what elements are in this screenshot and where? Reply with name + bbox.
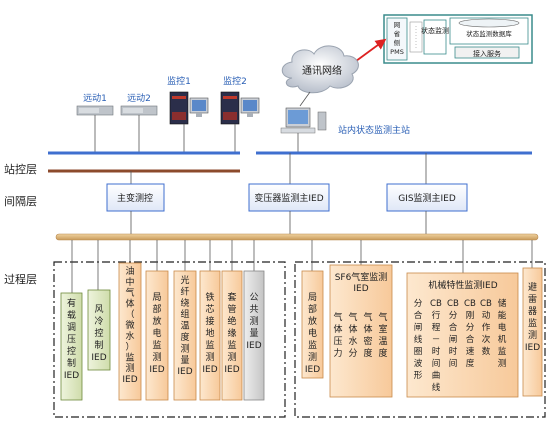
condition-master-workstation — [280, 107, 327, 153]
telecontrol-2-label: 远动2 — [127, 93, 151, 104]
gis-group-frame — [294, 261, 546, 418]
telecontrol-1-label: 远动1 — [83, 93, 107, 104]
gis-master-ied-label: GIS监测主IED — [398, 192, 456, 204]
fiber-winding-ied-box — [173, 270, 197, 401]
layer-label-bay: 间隔层 — [4, 195, 37, 208]
telecontrol-1-device — [76, 105, 114, 153]
main-transformer-control-label: 主变测控 — [117, 192, 153, 204]
layer-label-station: 站控层 — [4, 162, 37, 176]
telecontrol-2-device — [120, 105, 158, 153]
sf6-item-label: 气体密度 — [363, 311, 372, 359]
condition-master-label: 站内状态监测主站 — [338, 124, 410, 136]
bushing-ied-box — [221, 270, 243, 401]
common-measure-ied-box — [243, 270, 265, 401]
sf6-item-label: 气体压力 — [333, 311, 342, 359]
fan-control-ied-box — [87, 289, 111, 371]
monitor-2-workstation — [220, 91, 260, 153]
mech-item-label: 分合闸线圈波形 — [414, 298, 423, 381]
sf6-item-label: 气室温度 — [378, 311, 387, 359]
monitor-2-label: 监控2 — [223, 75, 247, 87]
mech-ied-title: 机械特性监测IED — [428, 279, 497, 291]
arrester-ied-box — [522, 267, 543, 397]
main-transformer-control-box — [106, 183, 165, 212]
core-ground-ied-box — [199, 270, 221, 401]
transformer-master-ied-label: 变压器监测主IED — [254, 192, 323, 204]
transformer-group-frame — [53, 261, 286, 418]
sf6-item-label: 气体水分 — [348, 311, 357, 359]
monitor-1-workstation — [169, 91, 209, 153]
transformer-master-ied-box — [248, 183, 330, 212]
dga-ied-box — [118, 262, 142, 401]
pms-service-label: 接入服务 — [473, 49, 501, 58]
gis-master-ied-box — [386, 183, 468, 212]
partial-discharge-ied-box-right — [301, 270, 324, 379]
cloud-to-master-line — [299, 91, 311, 107]
mech-item-label: 储能电机监测 — [498, 297, 507, 369]
layer-label-process: 过程层 — [4, 273, 37, 286]
process-drop-lines — [71, 240, 533, 293]
sf6-ied-box — [329, 264, 393, 398]
network-label: 通讯网络 — [302, 64, 342, 77]
mech-ied-box — [406, 272, 519, 398]
oltc-ied-box — [60, 292, 83, 401]
partial-discharge-ied-box-left — [145, 270, 169, 401]
process-bus — [55, 233, 539, 241]
monitor-1-label: 监控1 — [167, 75, 191, 87]
pms-db-label: 状态监测数据库 — [466, 29, 512, 38]
network-cloud: 通讯网络 — [281, 45, 359, 94]
pms-mid-label: 状态监测 — [421, 26, 449, 35]
